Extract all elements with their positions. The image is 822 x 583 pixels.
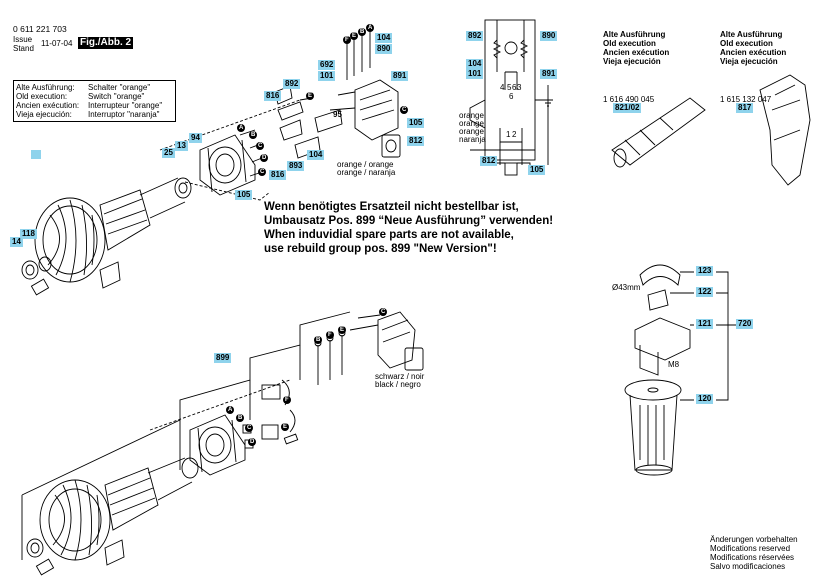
marker-lower-e [281,423,289,431]
callout-821-02: 821/02 [613,103,642,113]
old-gear-handle [759,74,811,186]
stator-lower [149,379,291,476]
part-number-old-2: 1 615 132 047 [720,95,772,104]
callout-720: 720 [736,319,754,329]
wiring-schematic [469,19,553,176]
callout-891-upper: 891 [391,71,409,81]
marker-upper-c3 [400,106,408,114]
marker-lower-b [236,414,244,422]
marker-upper-f [343,36,351,44]
side-handle-group [624,264,742,476]
callout-105-upper: 105 [407,118,425,128]
thread-note: M8 [668,360,680,369]
callout-892-upper: 892 [283,79,301,89]
callout-893: 893 [287,161,305,171]
callout-817: 817 [736,103,754,113]
armature-lower [26,457,199,576]
callout-816-upper: 816 [264,91,282,101]
callout-816-upper-b: 816 [269,170,287,180]
callout-104-upper: 104 [375,33,393,43]
callout-692-upper: 692 [318,60,336,70]
callout-105-schematic: 105 [528,165,546,175]
callout-890-upper: 890 [375,44,393,54]
marker-upper-a [237,124,245,132]
legend-row: Ancien exécution:Interrupteur "orange" [16,101,163,110]
brush-parts-upper [265,24,401,159]
marker-upper-e [306,92,314,100]
marker-lower-f2 [326,331,334,339]
marker-upper-c [256,142,264,150]
legend-row: Old execution:Switch "orange" [16,92,145,101]
callout-892-schematic: 892 [466,31,484,41]
callout-812-upper: 812 [407,136,425,146]
marker-lower-c [245,424,253,432]
notice-line-2: Umbausatz Pos. 899 “Neue Ausführung” ver… [264,215,554,227]
callout-899: 899 [214,353,232,363]
figure-label: Fig./Abb. 2 [78,37,134,49]
callout-105-upper-b: 105 [235,190,253,200]
callout-812-schematic: 812 [480,156,498,166]
marker-lower-d [248,438,256,446]
callout-104-schematic: 104 [466,59,484,69]
notice-line-1: Wenn benötigtes Ersatzteil nicht bestell… [264,201,519,213]
black-wire-note-2: black / negro [375,380,421,389]
callout-121: 121 [696,319,714,329]
callout-120: 120 [696,394,714,404]
part-number-old-1: 1 616 490 045 [603,95,655,104]
callout-101-upper: 101 [318,71,336,81]
orange-pair-1: orange / orange [337,160,394,169]
part-number: 0 611 221 703 [13,24,67,34]
legend-box: Alte Ausführung:Schalter "orange" Old ex… [13,80,176,122]
marker-lower-c2 [379,308,387,316]
rebuild-group-lines [21,311,351,560]
marker-upper-b2 [358,28,366,36]
position-95: 95 [333,110,342,119]
callout-25: 25 [162,148,175,158]
legend-row: Vieja ejecución:Interruptor "naranja" [16,110,160,119]
marker-lower-f [283,396,291,404]
callout-94: 94 [189,133,202,143]
old-spindle [611,97,706,168]
cyan-marker [31,150,41,159]
notice-line-3: When induvidial spare parts are not avai… [264,229,514,241]
callout-118: 118 [20,229,37,239]
callout-122: 122 [696,287,714,297]
marker-lower-a [226,406,234,414]
issue-date: 11-07-04 [41,39,73,48]
callout-891-schematic: 891 [540,69,558,79]
letter-markers [226,24,408,446]
callout-13: 13 [175,141,188,151]
callout-14: 14 [10,237,23,247]
marker-upper-a2 [366,24,374,32]
marker-upper-e2 [350,32,358,40]
callout-890-schematic: 890 [540,31,558,41]
legend-row: Alte Ausführung:Schalter "orange" [16,83,151,92]
marker-upper-d [260,154,268,162]
marker-upper-b [249,131,257,139]
marker-upper-c2 [258,168,266,176]
orange-pair-2: orange / naranja [337,168,396,177]
callout-104-upper-b: 104 [307,150,325,160]
callout-123: 123 [696,266,714,276]
stand-label: Stand [13,44,34,53]
stator-upper [159,99,301,201]
black-wire-note-1: schwarz / noir [375,372,425,381]
marker-lower-b2 [314,336,322,344]
brush-parts-lower [261,311,424,445]
diameter-note: Ø43mm [612,283,641,292]
armature-upper [21,177,192,296]
callout-101-schematic: 101 [466,69,484,79]
marker-lower-e2 [338,326,346,334]
notice-line-4: use rebuild group pos. 899 "New Version"… [264,243,497,255]
issue-label: Issue [13,35,33,44]
